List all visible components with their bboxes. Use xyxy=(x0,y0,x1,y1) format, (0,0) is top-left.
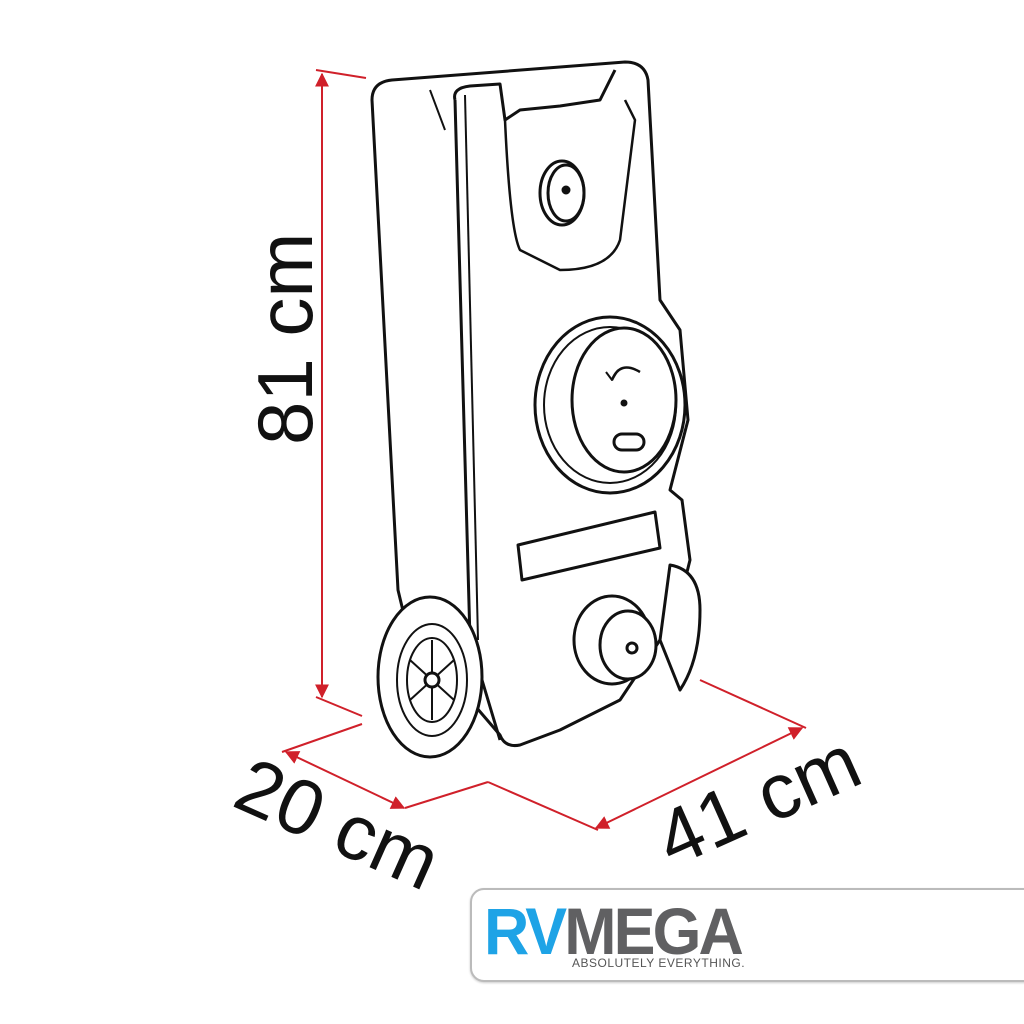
waste-tank-drawing xyxy=(370,60,702,759)
tank-body xyxy=(370,60,692,747)
height-label: 81 cm xyxy=(241,233,329,445)
depth-label: 20 cm xyxy=(223,740,453,907)
tank-front-edge xyxy=(453,69,617,122)
rvmega-logo: RVMEGA ABSOLUTELY EVERYTHING. xyxy=(470,888,1024,982)
logo-mega: MEGA xyxy=(564,894,744,968)
right-wheel xyxy=(658,563,702,692)
label-plate xyxy=(516,510,662,582)
width-dimension-line xyxy=(594,727,804,829)
logo-rv: RV xyxy=(484,894,567,968)
dimension-lines xyxy=(281,69,807,831)
width-label: 41 cm xyxy=(643,717,873,884)
depth-dimension-line xyxy=(284,751,406,809)
logo-tagline: ABSOLUTELY EVERYTHING. xyxy=(572,956,746,970)
